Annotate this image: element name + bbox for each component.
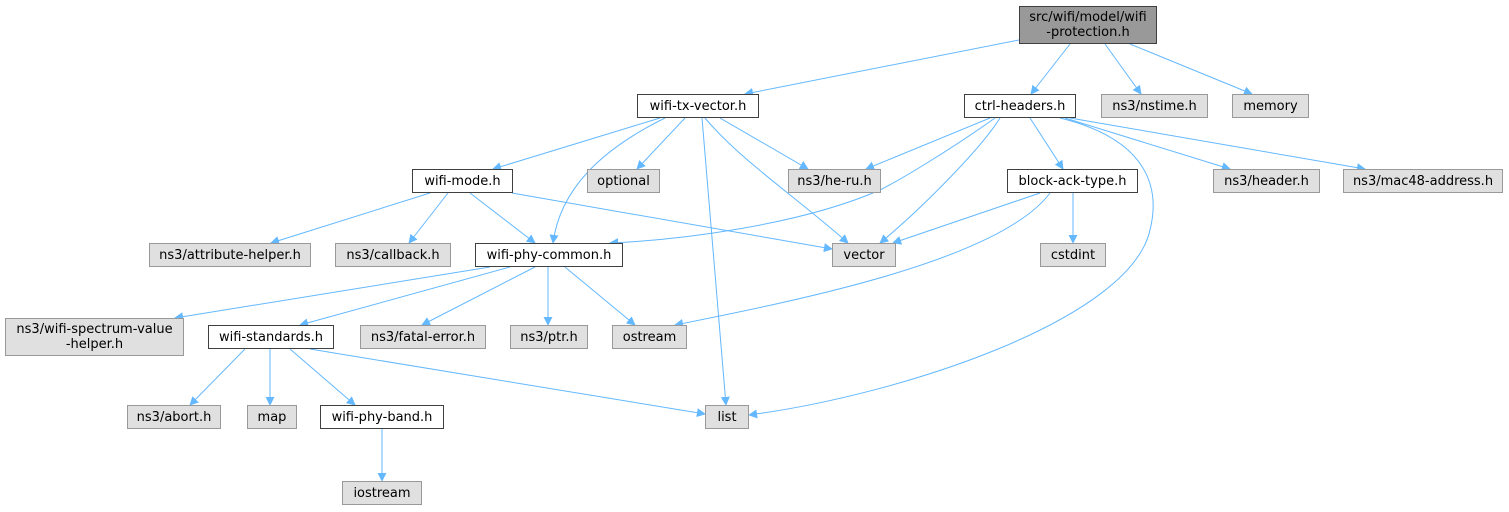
edge-ctrl-headers-to-mac48: [1069, 117, 1366, 173]
node-callback: ns3/callback.h: [335, 243, 451, 267]
edge-wifi-mode-to-vector: [511, 192, 833, 253]
edge-ctrl-headers-to-wifi-phy-common: [609, 117, 996, 248]
edge-ctrl-headers-to-block-ack-type: [1029, 117, 1064, 170]
node-header: ns3/header.h: [1213, 169, 1320, 193]
node-iostream: iostream: [342, 481, 422, 505]
node-nstime: ns3/nstime.h: [1101, 94, 1208, 118]
edge-root-to-ctrl-headers: [1030, 43, 1071, 95]
node-wifi-phy-common[interactable]: wifi-phy-common.h: [475, 243, 623, 267]
edge-root-to-memory: [1129, 43, 1253, 96]
node-attribute-helper: ns3/attribute-helper.h: [149, 243, 311, 267]
node-cstdint: cstdint: [1040, 243, 1106, 267]
edge-wifi-mode-to-wifi-phy-common: [469, 192, 536, 244]
edge-ctrl-headers-to-header: [1064, 117, 1231, 171]
edge-wifi-tx-vector-to-optional: [636, 117, 686, 170]
node-wifi-standards[interactable]: wifi-standards.h: [208, 325, 334, 349]
node-fatal-error: ns3/fatal-error.h: [360, 325, 486, 349]
node-ctrl-headers[interactable]: ctrl-headers.h: [964, 94, 1076, 118]
node-spectrum-value-helper: ns3/wifi-spectrum-value -helper.h: [5, 318, 184, 356]
edge-wifi-phy-common-to-fatal-error: [421, 266, 536, 326]
node-ostream: ostream: [612, 325, 687, 349]
edge-wifi-mode-to-callback: [408, 192, 449, 244]
edge-block-ack-type-to-vector: [892, 192, 1041, 245]
node-wifi-phy-band[interactable]: wifi-phy-band.h: [320, 405, 444, 429]
edge-wifi-tx-vector-to-wifi-mode: [492, 117, 661, 171]
node-memory: memory: [1232, 94, 1309, 118]
edge-root-to-wifi-tx-vector: [744, 39, 1020, 97]
edge-block-ack-type-to-ostream: [674, 192, 1051, 328]
edge-wifi-phy-common-to-ostream: [564, 266, 636, 326]
node-block-ack-type[interactable]: block-ack-type.h: [1007, 169, 1138, 193]
node-ptr: ns3/ptr.h: [510, 325, 588, 349]
edge-wifi-tx-vector-to-vector: [704, 117, 849, 244]
node-optional: optional: [587, 169, 660, 193]
node-root[interactable]: src/wifi/model/wifi -protection.h: [1019, 6, 1157, 44]
edge-root-to-nstime: [1104, 43, 1142, 95]
edge-wifi-standards-to-abort: [189, 348, 246, 406]
edge-ctrl-headers-to-list: [748, 117, 1154, 419]
edge-wifi-mode-to-attribute-helper: [270, 192, 431, 245]
edge-wifi-standards-to-wifi-phy-band: [289, 348, 356, 406]
node-map: map: [247, 405, 297, 429]
node-mac48: ns3/mac48-address.h: [1343, 169, 1503, 193]
edge-wifi-tx-vector-to-he-ru: [719, 117, 809, 170]
edge-wifi-tx-vector-to-list: [701, 117, 730, 406]
edge-wifi-standards-to-list: [309, 348, 706, 418]
node-wifi-tx-vector[interactable]: wifi-tx-vector.h: [637, 94, 759, 118]
edge-wifi-phy-common-to-wifi-standards: [299, 266, 511, 328]
node-wifi-mode[interactable]: wifi-mode.h: [412, 169, 513, 193]
node-list: list: [705, 405, 749, 429]
edge-wifi-phy-common-to-spectrum-value-helper: [174, 266, 491, 322]
node-he-ru: ns3/he-ru.h: [788, 169, 881, 193]
node-vector: vector: [832, 243, 896, 267]
edge-ctrl-headers-to-he-ru: [865, 117, 991, 171]
edge-ctrl-headers-to-vector: [879, 117, 1001, 244]
node-abort: ns3/abort.h: [127, 405, 221, 429]
